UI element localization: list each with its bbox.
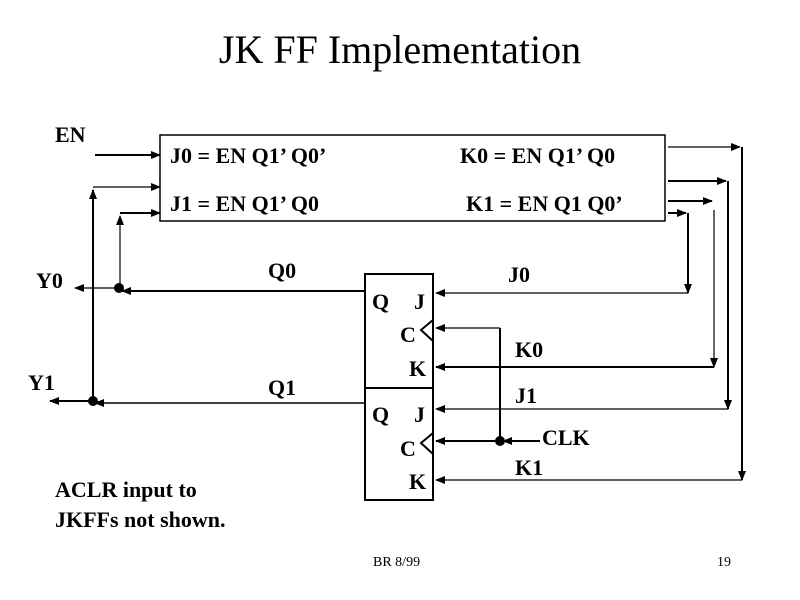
ff0-q-pin: Q — [372, 289, 390, 314]
ff1-j-pin: J — [414, 402, 425, 427]
clk-label: CLK — [542, 425, 590, 450]
page-number: 19 — [717, 555, 731, 570]
ff0-j-pin: J — [414, 289, 425, 314]
q1-label: Q1 — [268, 375, 297, 400]
j1-equation: J1 = EN Q1’ Q0 — [170, 191, 320, 216]
slide-title: JK FF Implementation — [218, 27, 582, 72]
k0-equation: K0 = EN Q1’ Q0 — [460, 143, 616, 168]
j1-label: J1 — [515, 383, 537, 408]
note-line-2: JKFFs not shown. — [55, 507, 226, 532]
ff1-k-pin: K — [409, 469, 427, 494]
clock-triangle-0 — [419, 319, 434, 342]
q0-node — [114, 283, 124, 293]
logic-block — [159, 134, 666, 222]
k1-equation: K1 = EN Q1 Q0’ — [466, 191, 623, 216]
y0-label: Y0 — [36, 268, 63, 293]
k0-label: K0 — [515, 337, 544, 362]
q0-label: Q0 — [268, 258, 297, 283]
en-label: EN — [55, 122, 86, 147]
q1-node — [88, 396, 98, 406]
j0-equation: J0 = EN Q1’ Q0’ — [170, 143, 327, 168]
ff1-c-pin: C — [400, 436, 416, 461]
note-line-1: ACLR input to — [55, 477, 197, 502]
flipflop-1 — [364, 387, 434, 501]
ff0-k-pin: K — [409, 356, 427, 381]
j0-label: J0 — [508, 262, 530, 287]
footer-author-date: BR 8/99 — [373, 555, 421, 570]
ff0-c-pin: C — [400, 322, 416, 347]
y1-label: Y1 — [28, 370, 55, 395]
k1-label: K1 — [515, 455, 544, 480]
clock-triangle-1 — [419, 432, 434, 455]
ff1-q-pin: Q — [372, 402, 390, 427]
